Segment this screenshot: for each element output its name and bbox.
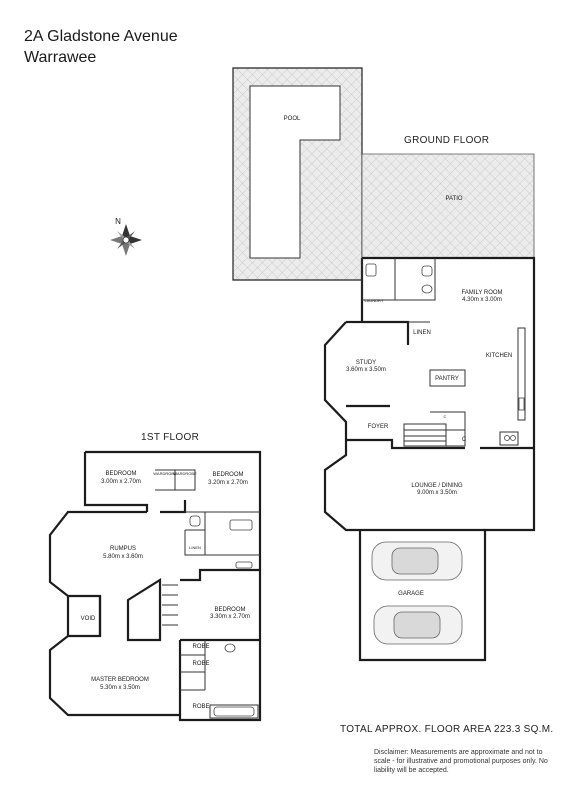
label-wardrobe-1: WARDROBE [153,471,177,476]
label-linen-first: LINEN [189,545,201,550]
first-floor-label: 1ST FLOOR [141,432,200,443]
ground-floor-label: GROUND FLOOR [404,135,490,146]
label-garage: GARAGE [398,591,424,597]
pool-water [249,85,341,259]
label-pool: POOL [284,116,301,122]
property-address: 2A Gladstone Avenue Warrawee [24,26,178,68]
first-fixtures [189,515,255,717]
label-bedroom-c-dim: 3.30m x 2.70m [210,614,250,620]
label-robe-3: ROBE [192,704,209,710]
label-linen-ground: LINEN [413,330,431,336]
total-floor-area: TOTAL APPROX. FLOOR AREA 223.3 SQ.M. [340,724,554,735]
label-void: VOID [81,616,96,622]
label-robe-2: ROBE [192,661,209,667]
ground-floor-interior [361,258,526,447]
label-bedroom-b-dim: 3.20m x 2.70m [208,480,248,486]
first-floor-interior [155,469,260,719]
compass-north-label: N [115,217,121,226]
label-bedroom-c: BEDROOM [214,607,245,613]
label-bedroom-a-dim: 3.00m x 2.70m [101,479,141,485]
label-foyer: FOYER [368,424,389,430]
label-cupboard-2: C [462,437,467,443]
label-family-room: FAMILY ROOM [461,290,502,296]
label-study-dim: 3.60m x 3.50m [346,367,386,373]
garage-cars [371,541,463,645]
ground-fixtures [365,263,525,441]
label-kitchen: KITCHEN [486,353,512,359]
address-street: 2A Gladstone Avenue [24,28,178,45]
label-patio: PATIO [445,196,462,202]
disclaimer-text: Disclaimer: Measurements are approximate… [374,749,548,774]
ground-floor-walls [323,256,536,662]
label-rumpus-dim: 5.80m x 3.60m [103,554,143,560]
label-master-bedroom-dim: 5.30m x 3.50m [100,685,140,691]
label-robe-1: ROBE [192,644,209,650]
label-laundry: LAUNDRY [364,298,383,303]
label-study: STUDY [356,360,376,366]
label-lounge-dining: LOUNGE / DINING [411,483,463,489]
address-suburb: Warrawee [24,49,97,66]
label-rumpus: RUMPUS [110,546,136,552]
label-family-room-dim: 4.30m x 3.00m [462,297,502,303]
label-cupboard-1: C [444,414,447,419]
label-master-bedroom: MASTER BEDROOM [91,677,149,683]
first-floor-walls [48,450,262,722]
label-pantry: PANTRY [435,376,459,382]
label-bedroom-b: BEDROOM [212,472,243,478]
patio-area [361,153,535,259]
label-bedroom-a: BEDROOM [105,471,136,477]
label-wardrobe-2: WARDROBE [173,471,197,476]
label-lounge-dining-dim: 9.00m x 3.50m [417,490,457,496]
compass-icon: N [110,217,142,256]
